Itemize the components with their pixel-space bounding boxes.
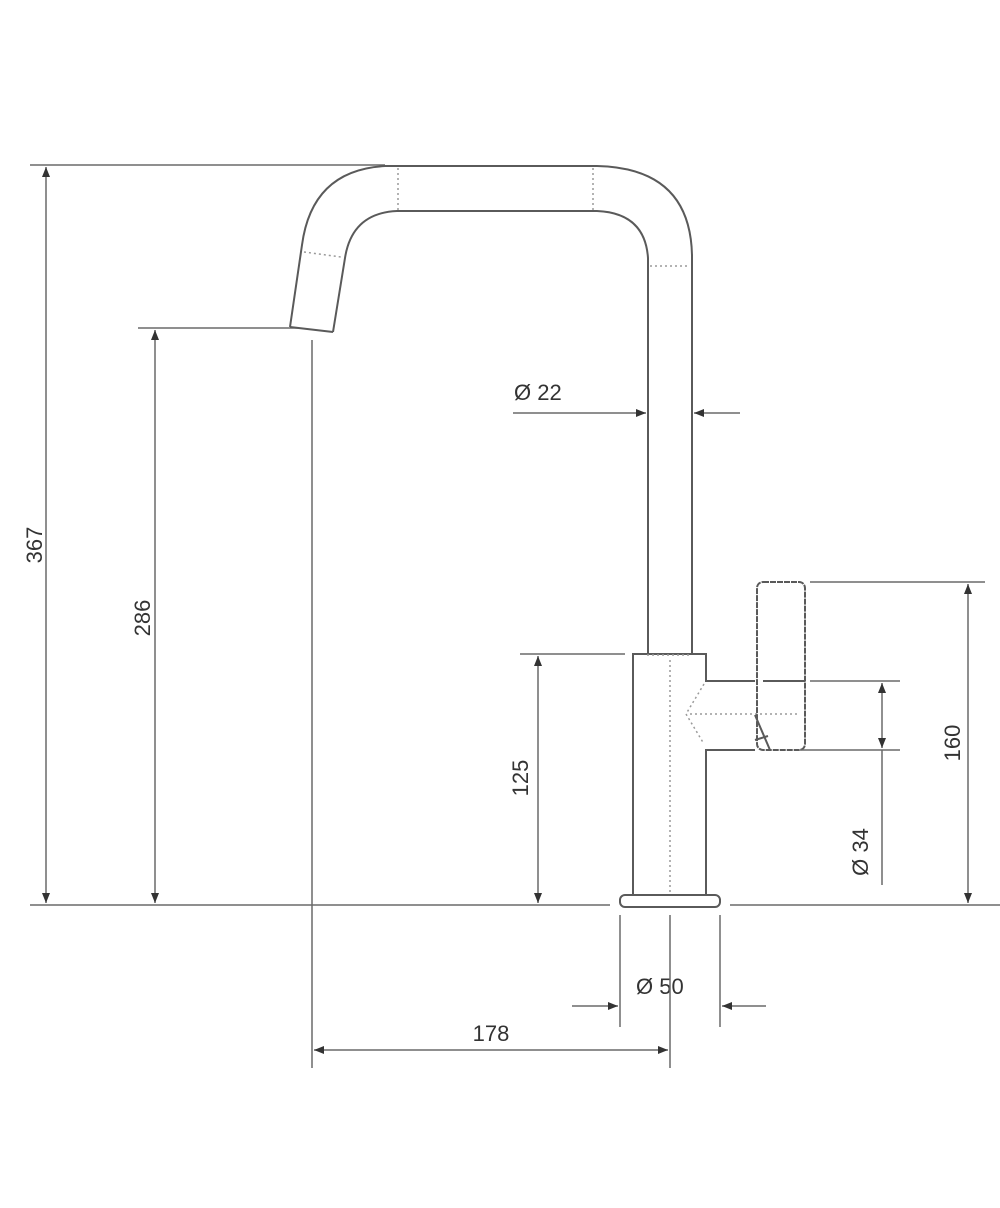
- dim-handle-height: 160: [810, 581, 985, 903]
- svg-text:Ø 34: Ø 34: [848, 828, 873, 876]
- dim-spout-diameter: Ø 22: [513, 380, 740, 417]
- dim-base-diameter: Ø 50: [572, 915, 766, 1027]
- svg-text:178: 178: [473, 1021, 510, 1046]
- dim-outlet-height: 286: [130, 330, 159, 903]
- svg-text:367: 367: [22, 527, 47, 564]
- dim-body-height: 125: [508, 653, 625, 903]
- dim-total-height: 367: [22, 167, 50, 903]
- dim-lever-diameter: Ø 34: [800, 680, 900, 885]
- svg-text:125: 125: [508, 760, 533, 797]
- faucet-body: [619, 653, 800, 908]
- svg-text:Ø 50: Ø 50: [636, 974, 684, 999]
- dim-spout-reach: 178: [311, 340, 671, 1068]
- svg-text:160: 160: [940, 725, 965, 762]
- base-plate: [619, 894, 721, 908]
- svg-text:Ø 22: Ø 22: [514, 380, 562, 405]
- spout: [289, 165, 693, 655]
- svg-text:286: 286: [130, 600, 155, 637]
- handle-lever: [754, 581, 806, 751]
